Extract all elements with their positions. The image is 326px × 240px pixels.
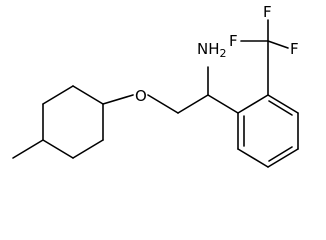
ring-oxygen-bond: [102, 94, 134, 105]
aromatic-double-bond: [268, 146, 293, 162]
ring-bond: [72, 85, 104, 105]
methyl-bond: [12, 139, 44, 159]
benzene-ring: [237, 94, 299, 168]
cf-bond: [267, 40, 289, 49]
ch2-ch-bond: [177, 94, 209, 114]
aromatic-bond: [237, 94, 269, 114]
amine-label: NH2: [197, 40, 227, 60]
cyclohexane-ring: [42, 85, 104, 159]
aromatic-bond: [237, 148, 269, 168]
aromatic-bond: [267, 148, 299, 168]
aromatic-bond: [267, 94, 299, 114]
oxygen-atom-label: O: [135, 87, 147, 105]
fluorine-atom-label: F: [229, 32, 238, 50]
ring-bond: [72, 139, 104, 159]
fluorine-atom-label: F: [263, 3, 272, 21]
ring-bond: [42, 85, 74, 105]
hydrogen-symbol: H: [208, 40, 219, 58]
ch-benzene-bond: [207, 94, 239, 114]
hydrogen-count: 2: [220, 47, 227, 60]
molecule-structure: O NH2: [12, 3, 299, 168]
fluorine-atom-label: F: [290, 40, 299, 58]
oxygen-ch2-bond: [147, 94, 179, 114]
structure-canvas: O NH2: [12, 3, 299, 168]
nitrogen-symbol: N: [197, 40, 208, 58]
ring-bond: [42, 139, 74, 159]
aromatic-double-bond: [268, 100, 293, 116]
